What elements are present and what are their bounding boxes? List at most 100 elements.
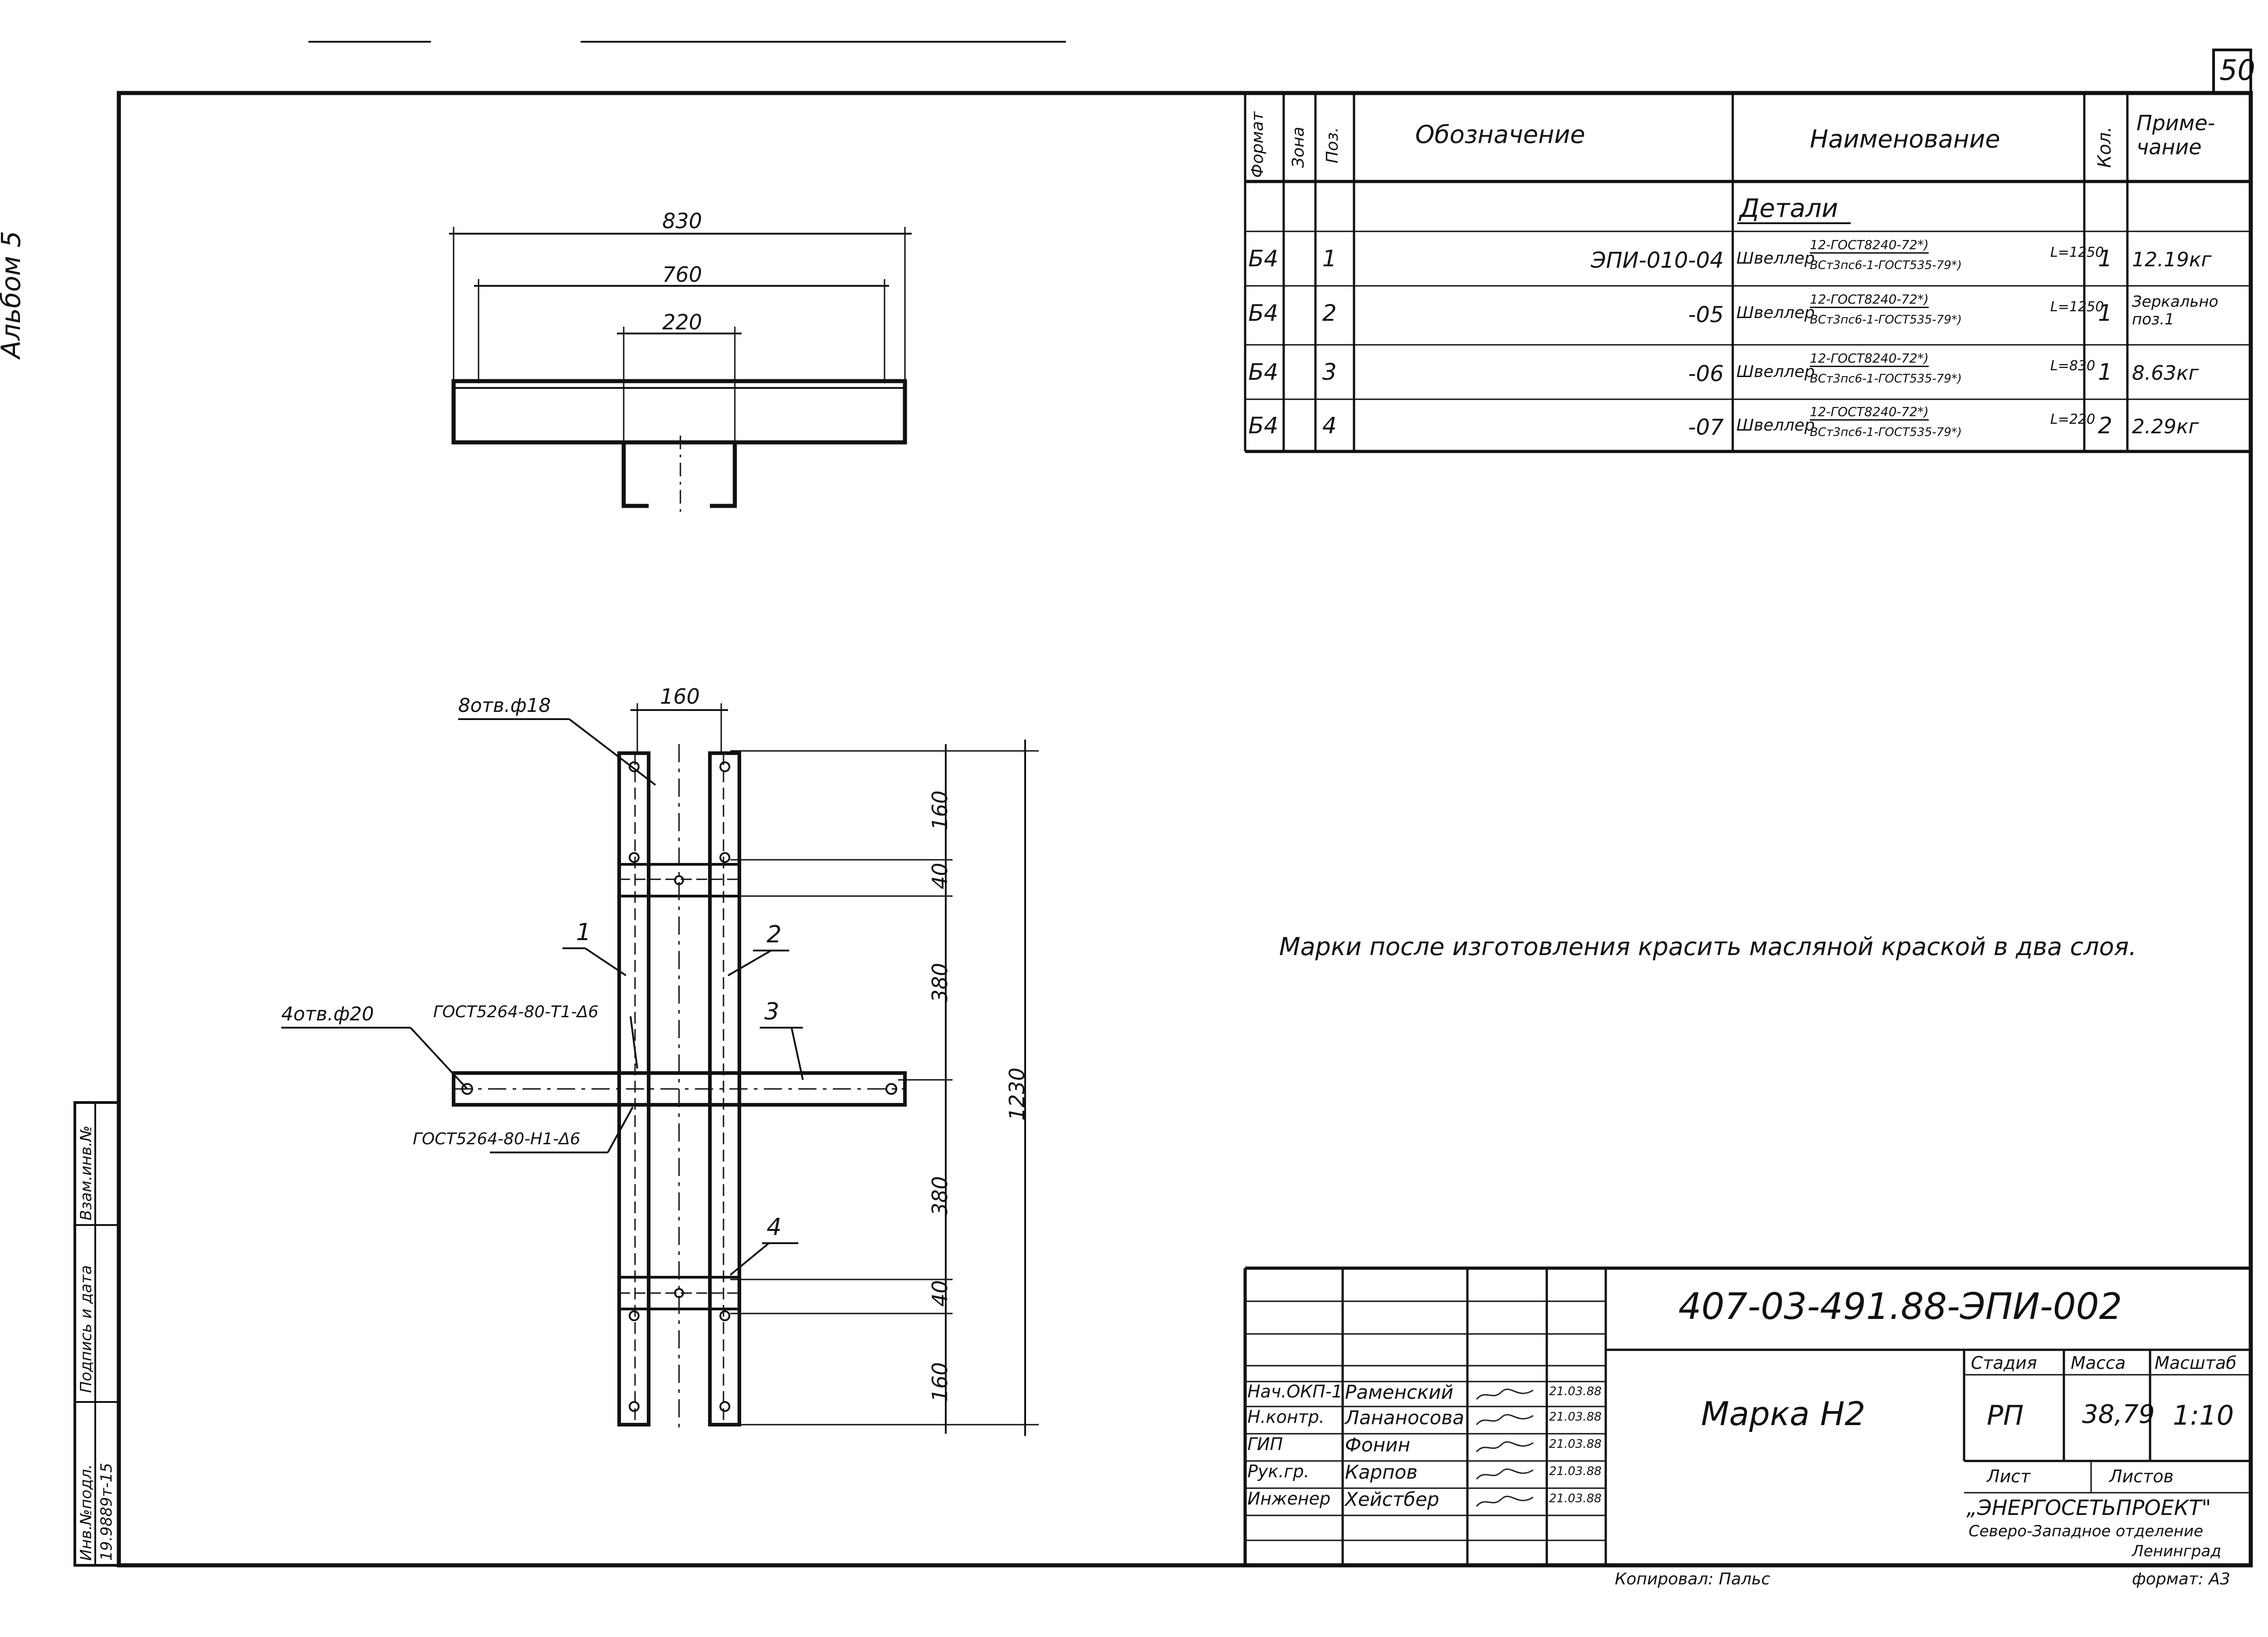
row-length: L=830 [2050,358,2096,374]
document-code: 407-03-491.88-ЭПИ-002 [1678,1285,2122,1328]
row-length: L=220 [2050,412,2096,427]
row-qty: 2 [2098,412,2112,439]
dim-160-top: 160 [660,684,700,709]
person-name: Фонин [1345,1434,1411,1456]
vdim-3: 380 [928,963,952,1003]
row-name: Швеллер [1736,416,1815,435]
row-pos: 1 [1322,245,1337,272]
person-name: Хейстбер [1345,1488,1439,1510]
weld-label-1: ГОСТ5264-80-Т1-Δ6 [433,1003,599,1021]
header-qty: Кол. [2094,126,2115,168]
person-role: Н.контр. [1247,1407,1325,1427]
row-designation: ЭПИ-010-04 [1591,248,1724,273]
section-details: Детали [1740,194,1838,223]
row-frac-bottom: ВСт3пс6-1-ГОСТ535-79*) [1810,259,1962,272]
row-qty: 1 [2098,245,2112,272]
page-number: 50 [2219,54,2255,87]
row-note: Зеркально поз.1 [2132,293,2219,329]
row-pos: 3 [1322,359,1337,385]
person-date: 21.03.88 [1549,1437,1602,1451]
dim-760: 760 [662,262,702,287]
row-note: 8.63кг [2132,362,2199,385]
signature-mark [1474,1466,1538,1483]
row-note: 12.19кг [2132,248,2212,271]
signature-mark [1474,1494,1538,1510]
vdim-total: 1230 [1005,1067,1029,1121]
vdim-2: 40 [928,863,952,889]
row-frac-bottom: ВСт3пс6-1-ГОСТ535-79*) [1810,372,1962,386]
signature-mark [1474,1387,1538,1403]
row-note: 2.29кг [2132,415,2199,438]
person-name: Раменский [1345,1381,1454,1403]
vdim-6: 160 [928,1362,952,1402]
row-name: Швеллер [1736,249,1815,268]
row-frac-top: 12-ГОСТ8240-72*) [1810,352,1929,367]
weld-label-2: ГОСТ5264-80-Н1-Δ6 [413,1130,581,1148]
person-date: 21.03.88 [1549,1385,1602,1398]
person-name: Лананосова [1345,1407,1464,1429]
dim-220: 220 [662,310,702,334]
header-name: Наименование [1810,125,2000,153]
document-title: Марка Н2 [1701,1395,1866,1433]
holes-20-label: 4отв.ф20 [281,1003,374,1025]
person-date: 21.03.88 [1549,1492,1602,1505]
row-designation: -06 [1688,361,1724,387]
header-format: Формат [1248,111,1267,178]
row-qty: 1 [2098,359,2112,385]
row-designation: -05 [1688,302,1724,328]
person-date: 21.03.88 [1549,1410,1602,1424]
row-designation: -07 [1688,415,1724,440]
vdim-4: 380 [928,1176,952,1216]
header-zone: Зона [1289,127,1308,168]
row-format: Б4 [1248,245,1279,272]
pos-1-label: 1 [576,919,591,946]
person-role: Рук.гр. [1247,1461,1310,1481]
stamp-inv-no: Инв.№подл. [77,1464,95,1561]
copyist-label: Копировал: Пальс [1615,1570,1770,1588]
scale-header: Масштаб [2155,1353,2237,1373]
mass-value: 38,79 [2082,1400,2155,1429]
row-format: Б4 [1248,412,1279,439]
row-frac-bottom: ВСт3пс6-1-ГОСТ535-79*) [1810,426,1962,439]
pos-4-label: 4 [767,1214,782,1241]
dim-830: 830 [662,209,702,233]
holes-18-label: 8отв.ф18 [458,694,551,716]
scale-value: 1:10 [2173,1400,2234,1431]
person-role: Инженер [1247,1489,1331,1509]
row-frac-top: 12-ГОСТ8240-72*) [1810,406,1929,421]
sheets-header: Листов [2109,1466,2174,1486]
stage-header: Стадия [1971,1353,2037,1373]
person-role: Нач.ОКП-1 [1247,1382,1343,1402]
signature-mark [1474,1412,1538,1428]
row-frac-top: 12-ГОСТ8240-72*) [1810,293,1929,308]
header-note: Приме- чание [2136,111,2215,159]
row-name: Швеллер [1736,363,1815,381]
row-qty: 1 [2098,300,2112,326]
row-pos: 4 [1322,412,1337,439]
row-frac-bottom: ВСт3пс6-1-ГОСТ535-79*) [1810,313,1962,327]
stage-value: РП [1987,1400,2024,1431]
person-role: ГИП [1247,1434,1283,1454]
stamp-inv-value: 19.9889т-15 [98,1463,116,1561]
row-name: Швеллер [1736,304,1815,322]
stamp-replace-inv: Взам.инв.№ [77,1125,95,1220]
sheet-header: Лист [1987,1466,2031,1486]
row-frac-top: 12-ГОСТ8240-72*) [1810,239,1929,254]
row-format: Б4 [1248,300,1279,326]
org-city: Ленинград [2132,1542,2221,1560]
signature-mark [1474,1439,1538,1456]
album-label: Альбом 5 [0,231,26,358]
mass-header: Масса [2071,1353,2126,1373]
vdim-1: 160 [928,790,952,830]
row-length: L=1250 [2050,245,2104,260]
pos-3-label: 3 [764,998,780,1025]
person-name: Карпов [1345,1461,1418,1483]
painting-note: Марки после изготовления красить масляно… [1279,932,2137,961]
org-name: „ЭНЕРГОСЕТЬПРОЕКТ" [1966,1495,2211,1520]
person-date: 21.03.88 [1549,1465,1602,1478]
row-length: L=1250 [2050,299,2104,315]
header-pos: Поз. [1323,127,1342,163]
header-designation: Обозначение [1415,120,1585,149]
row-pos: 2 [1322,300,1337,326]
